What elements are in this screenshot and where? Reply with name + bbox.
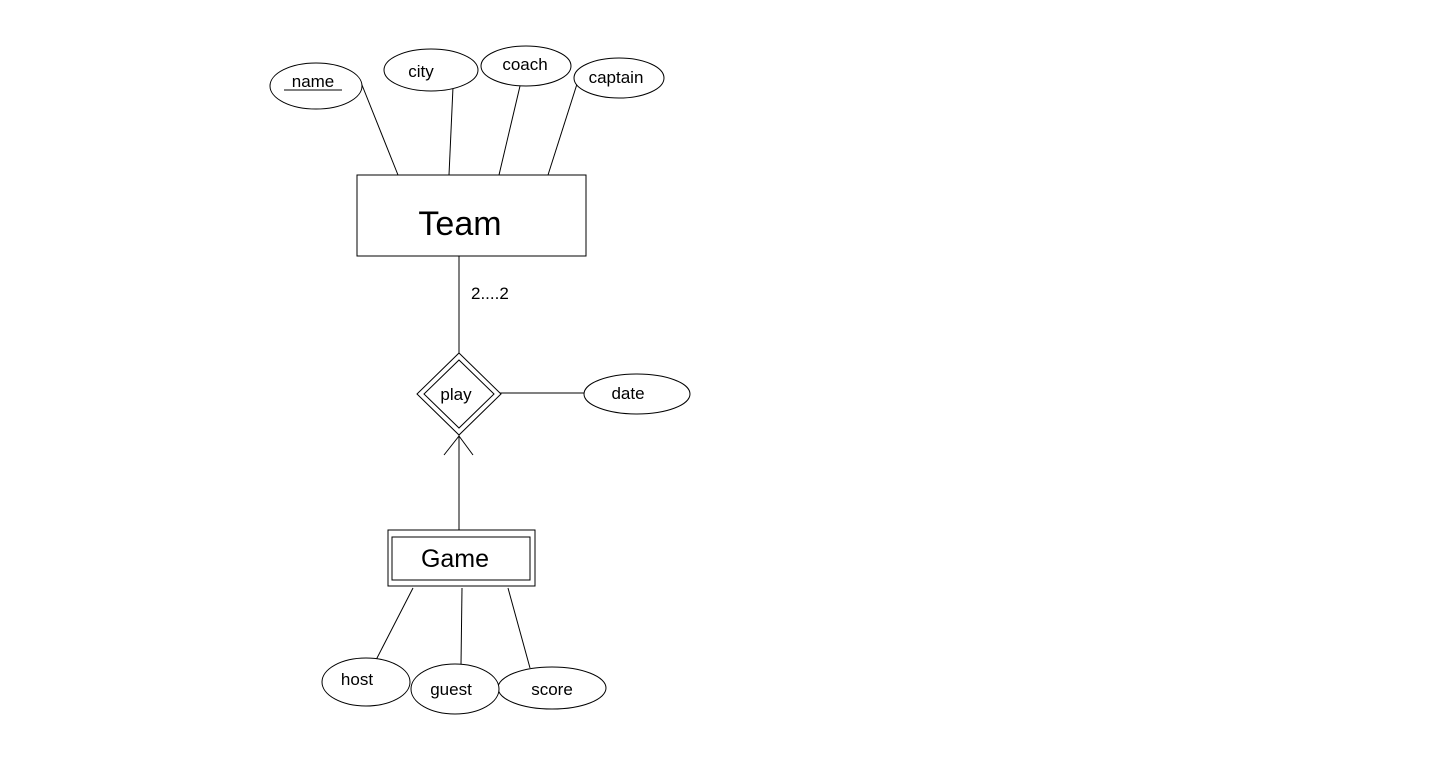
attribute-coach[interactable]: coach [480, 45, 572, 87]
crowfoot-right [458, 435, 474, 456]
attribute-guest-label: guest [430, 680, 472, 699]
attribute-name-label: name [292, 72, 335, 91]
crowfoot-left [443, 435, 460, 456]
connector-city-team [448, 86, 454, 176]
cardinality-label: 2....2 [471, 284, 509, 303]
attribute-name[interactable]: name [269, 62, 363, 110]
entity-team[interactable]: Team [356, 174, 587, 257]
attribute-city-label: city [408, 62, 434, 81]
attribute-coach-label: coach [502, 55, 547, 74]
connector-captain-team [547, 83, 578, 176]
entity-team-label: Team [418, 205, 501, 243]
attribute-score-label: score [531, 680, 573, 699]
connector-name-team [361, 84, 399, 176]
attribute-captain[interactable]: captain [573, 57, 665, 99]
connector-game-guest [460, 587, 463, 666]
connector-game-score [507, 587, 531, 669]
attribute-captain-label: captain [589, 68, 644, 87]
relationship-play[interactable]: play [416, 352, 502, 436]
connector-coach-team [498, 85, 521, 176]
attribute-score[interactable]: score [497, 666, 607, 710]
relationship-play-label: play [440, 385, 472, 404]
attribute-city[interactable]: city [383, 48, 479, 92]
entity-game-label: Game [421, 545, 489, 573]
attribute-host-label: host [341, 670, 373, 689]
connector-game-host [375, 587, 414, 661]
attribute-date[interactable]: date [583, 373, 691, 415]
attribute-host[interactable]: host [321, 657, 411, 707]
entity-game[interactable]: Game [387, 529, 536, 587]
attribute-date-label: date [611, 384, 644, 403]
attribute-guest[interactable]: guest [410, 663, 500, 715]
